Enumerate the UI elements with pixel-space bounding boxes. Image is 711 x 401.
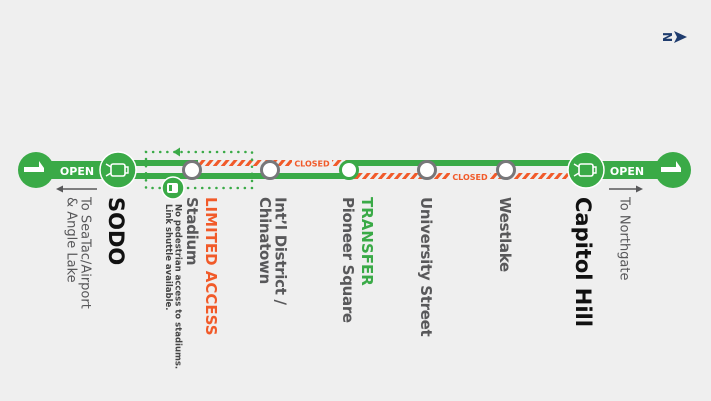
- stadium-status-badge: LIMITED ACCESS: [201, 197, 220, 336]
- note-line: Link shuttle available.: [162, 204, 173, 311]
- north-direction-arrow-icon: [609, 185, 643, 193]
- north-arrow-icon: N: [660, 29, 690, 48]
- label-line: Chinatown: [255, 197, 274, 284]
- station-marker-intl-district[interactable]: [260, 160, 280, 180]
- pioneer-transfer-badge: TRANSFER: [357, 197, 376, 286]
- label-line: Int’l District /: [271, 197, 290, 305]
- station-label-capitol-hill[interactable]: Capitol Hill: [571, 197, 596, 327]
- south-destination: To SeaTac/Airport & Angle Lake: [63, 197, 93, 309]
- svg-text:N: N: [660, 32, 674, 42]
- station-marker-pioneer-square[interactable]: [339, 160, 359, 180]
- destination-line: To SeaTac/Airport: [77, 197, 93, 309]
- north-open-bar: [586, 161, 674, 179]
- sodo-train-icon: [99, 151, 137, 189]
- north-destination: To Northgate: [616, 197, 632, 281]
- station-label-intl-district[interactable]: Int’l District / Chinatown: [255, 197, 290, 305]
- south-open-label: OPEN: [60, 165, 94, 178]
- north-open-label: OPEN: [610, 165, 644, 178]
- station-label-sodo[interactable]: SODO: [104, 197, 129, 266]
- station-marker-westlake[interactable]: [496, 160, 516, 180]
- south-direction-arrow-icon: [56, 185, 97, 193]
- lower-track-open: [118, 173, 350, 179]
- station-label-university-street[interactable]: University Street: [416, 197, 435, 337]
- station-marker-university-street[interactable]: [417, 160, 437, 180]
- station-label-stadium[interactable]: Stadium: [182, 197, 201, 266]
- south-end-turn-icon: [18, 152, 54, 188]
- shuttle-bus-icon: [161, 176, 185, 200]
- closed-label-lower: CLOSED: [452, 173, 488, 182]
- stadium-note: No pedestrian access to stadiums. Link s…: [162, 204, 183, 370]
- station-marker-stadium[interactable]: [182, 160, 202, 180]
- closed-label-upper: CLOSED: [294, 160, 330, 169]
- capitol-hill-train-icon: [567, 151, 605, 189]
- station-label-pioneer-square[interactable]: Pioneer Square: [338, 197, 357, 323]
- note-line: No pedestrian access to stadiums.: [172, 204, 183, 370]
- south-open-bar: [36, 161, 120, 179]
- upper-track-open-north: [348, 160, 586, 166]
- north-end-turn-icon: [655, 152, 691, 188]
- station-label-westlake[interactable]: Westlake: [495, 197, 514, 272]
- destination-line: & Angle Lake: [63, 197, 79, 283]
- upper-track-open: [118, 160, 198, 166]
- shuttle-direction-arrow-icon: [173, 147, 180, 157]
